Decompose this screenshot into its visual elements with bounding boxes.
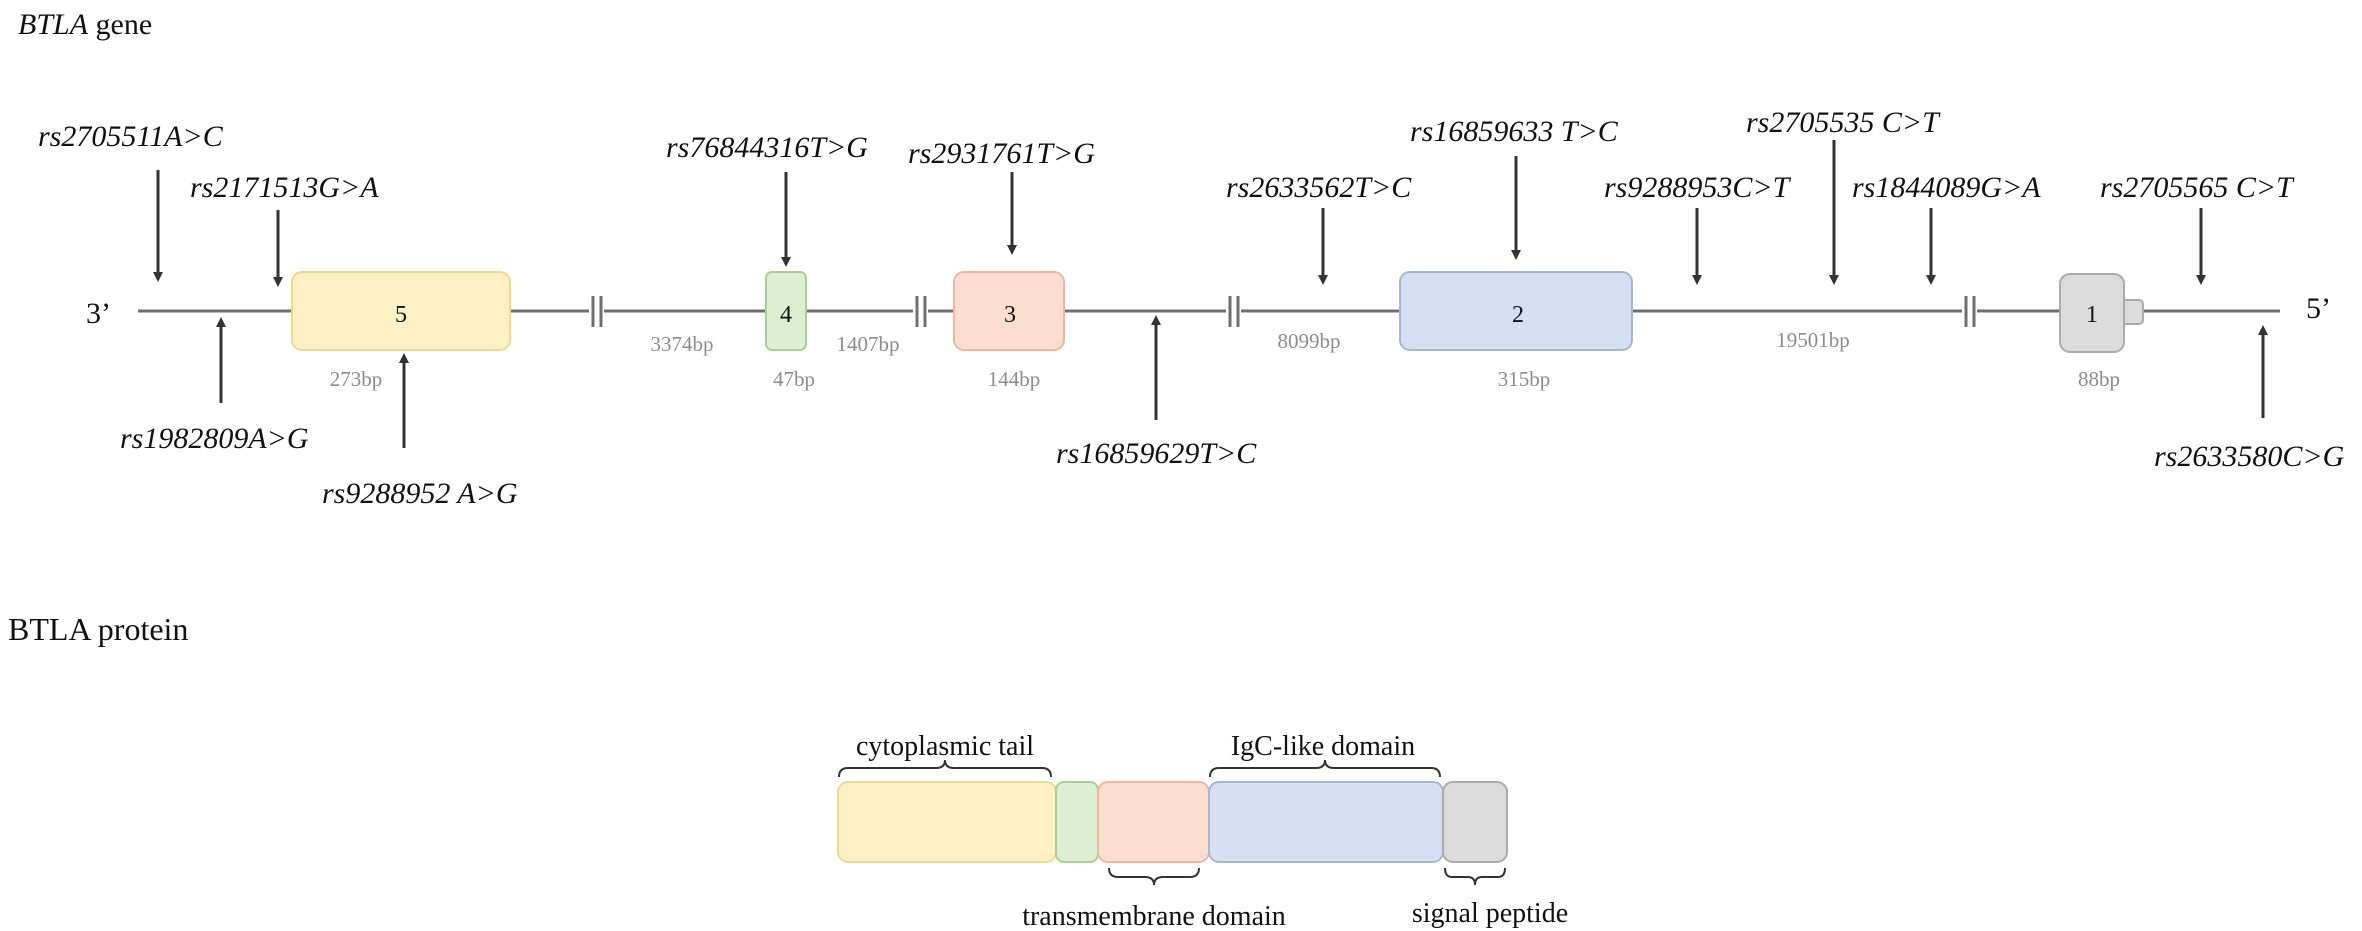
snp-label: rs2705511A>C	[38, 120, 224, 153]
label-igc-like-domain: IgC-like domain	[1231, 731, 1415, 762]
exon-1-number: 1	[2086, 302, 2098, 328]
exon-5: 5 273bp	[291, 271, 511, 391]
protein-braces	[838, 759, 1506, 886]
snp-arrows	[153, 140, 2268, 448]
protein-labels: cytoplasmic tail transmembrane domain Ig…	[856, 731, 1568, 931]
exon-2-box	[1399, 271, 1633, 351]
snp-label: rs1982809A>G	[120, 422, 309, 455]
exon-5-box	[291, 271, 511, 351]
label-transmembrane-domain: transmembrane domain	[1022, 901, 1286, 931]
label-signal-peptide: signal peptide	[1412, 898, 1568, 929]
snp-label: rs2705535 C>T	[1746, 106, 1941, 139]
snp-label: rs2931761T>G	[908, 137, 1095, 170]
exon-4-box	[765, 271, 807, 351]
intron-break-3	[1226, 296, 1241, 327]
protein-transmembrane-block	[1097, 781, 1210, 863]
exon-1: 1 88bp	[2059, 273, 2125, 391]
protein-signal-block	[1442, 781, 1508, 863]
exon-2-number: 2	[1512, 302, 1524, 328]
snp-label: rs9288953C>T	[1604, 171, 1792, 204]
gene-section-title: BTLA gene	[18, 8, 152, 41]
intron-break-2	[913, 296, 928, 327]
snp-label: rs9288952 A>G	[322, 477, 518, 510]
intron-breaks	[589, 296, 1977, 327]
label-cytoplasmic-tail: cytoplasmic tail	[856, 731, 1034, 762]
exon-5-length: 273bp	[330, 367, 383, 391]
intron-break-1	[589, 296, 604, 327]
protein-domains	[837, 781, 1508, 863]
snp-labels: rs2705511A>C rs2171513G>A rs1982809A>G r…	[38, 106, 2345, 510]
snp-label: rs1844089G>A	[1852, 171, 2041, 204]
protein-cytoplasmic-block	[837, 781, 1057, 863]
snp-label: rs76844316T>G	[666, 131, 868, 164]
brace-igc	[1209, 759, 1441, 778]
brace-signal	[1444, 867, 1506, 886]
exon-3-box	[953, 271, 1065, 351]
intron-length-3: 8099bp	[1278, 329, 1341, 353]
snp-label: rs2633562T>C	[1226, 171, 1412, 204]
exon-3-length: 144bp	[988, 367, 1041, 391]
exon-1-length: 88bp	[2078, 367, 2120, 391]
protein-section-title: BTLA protein	[8, 611, 188, 647]
intron-length-2: 1407bp	[837, 332, 900, 356]
gene-end-5prime: 5’	[2306, 292, 2331, 325]
exon-2: 2 315bp	[1399, 271, 1633, 391]
brace-cytoplasmic	[838, 759, 1052, 778]
protein-exon4-block	[1055, 781, 1099, 863]
exon-3-number: 3	[1004, 302, 1016, 328]
snp-label: rs16859629T>C	[1056, 437, 1257, 470]
exon-1-box	[2059, 273, 2125, 353]
snp-label: rs2171513G>A	[190, 171, 379, 204]
exon-4-length: 47bp	[773, 367, 815, 391]
intron-break-4	[1962, 296, 1977, 327]
snp-label: rs2705565 C>T	[2100, 171, 2295, 204]
brace-transmembrane	[1108, 867, 1200, 886]
snp-label: rs2633580C>G	[2154, 440, 2345, 473]
exon-3: 3 144bp	[953, 271, 1065, 391]
gene-end-3prime: 3’	[86, 297, 111, 330]
intron-length-1: 3374bp	[651, 332, 714, 356]
exon-5-number: 5	[395, 302, 407, 328]
exon-4-number: 4	[780, 302, 792, 328]
intron-length-4: 19501bp	[1776, 328, 1850, 352]
exon-2-length: 315bp	[1498, 367, 1551, 391]
protein-igc-block	[1208, 781, 1444, 863]
snp-label: rs16859633 T>C	[1410, 115, 1619, 148]
exon-4: 4 47bp	[765, 271, 815, 391]
